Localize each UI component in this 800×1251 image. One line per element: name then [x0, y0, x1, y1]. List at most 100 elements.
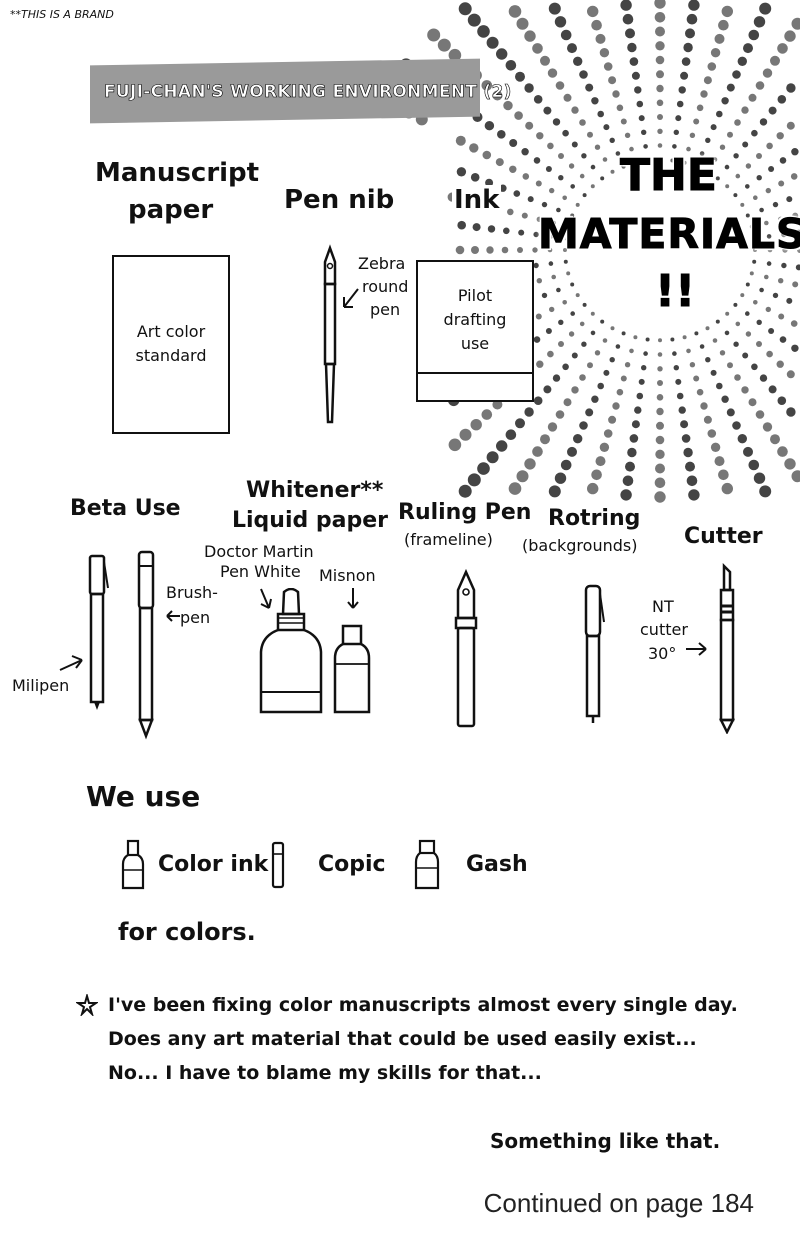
burst-dot [741, 386, 749, 394]
burst-dot [533, 157, 541, 164]
burst-dot [688, 489, 700, 501]
burst-dot [705, 326, 710, 331]
burst-dot [686, 146, 691, 152]
burst-dot [591, 395, 599, 403]
burst-dot [786, 196, 793, 203]
burst-dot [672, 144, 677, 149]
burst-dot [756, 319, 762, 325]
burst-dot [570, 311, 575, 316]
beta-use-label: Beta Use [70, 496, 181, 521]
burst-dot [735, 321, 741, 327]
burst-dot [581, 153, 587, 159]
burst-dot [515, 418, 525, 429]
burst-dot [778, 180, 785, 187]
burst-dot [570, 282, 575, 287]
comment-line-3: No... I have to blame my skills for that… [108, 1062, 542, 1084]
burst-dot [615, 151, 621, 156]
brand-footnote: **THIS IS A BRAND [10, 8, 114, 21]
burst-dot [505, 60, 517, 71]
burst-dot [503, 100, 513, 111]
burst-dot [655, 55, 665, 65]
burst-dot [486, 451, 499, 464]
dropper-bottle-icon [259, 588, 323, 714]
burst-dot [654, 0, 666, 9]
burst-dot [797, 247, 800, 253]
burst-dot [612, 90, 620, 98]
burst-dot [481, 409, 493, 420]
burst-dot [629, 348, 634, 354]
burst-dot [786, 370, 795, 379]
burst-dot [676, 392, 684, 400]
brush-pen-label-2: pen [180, 608, 211, 627]
burst-dot [755, 81, 765, 90]
burst-dot [621, 331, 626, 336]
burst-dot [686, 348, 691, 354]
burst-dot [600, 319, 605, 324]
burst-dot [759, 118, 768, 126]
burst-dot [571, 352, 578, 359]
we-use-footer: for colors. [118, 918, 256, 946]
burst-dot [581, 341, 587, 347]
burst-dot [599, 48, 610, 58]
burst-dot [727, 131, 733, 138]
burst-dot [560, 459, 572, 471]
burst-dot [536, 360, 544, 368]
burst-dot [696, 388, 704, 396]
burst-dot [603, 62, 613, 71]
burst-dot [686, 13, 698, 25]
burst-dot [610, 169, 615, 174]
burst-dot [563, 398, 572, 407]
burst-dot [786, 83, 796, 93]
burst-dot [764, 220, 769, 226]
burst-dot [545, 328, 552, 334]
burst-dot [554, 16, 567, 28]
burst-dot [532, 43, 543, 54]
burst-dot [712, 338, 718, 343]
burst-dot [551, 274, 556, 280]
burst-dot [656, 421, 664, 430]
burst-dot [622, 475, 634, 487]
we-use-item-1: Color ink [158, 852, 269, 877]
burst-dot [633, 160, 638, 165]
burst-dot [779, 157, 787, 164]
burst-dot [656, 99, 664, 107]
burst-dot [600, 176, 605, 181]
burst-dot [470, 419, 482, 431]
burst-dot [555, 410, 565, 419]
burst-dot [756, 341, 762, 347]
burst-dot [719, 350, 726, 356]
burst-dot [782, 247, 788, 253]
burst-dot [616, 104, 624, 112]
burst-dot [792, 212, 799, 219]
burst-dot [656, 84, 664, 93]
burst-dot [716, 382, 723, 390]
burst-dot [715, 319, 720, 324]
brush-pen-arrow-icon [166, 610, 180, 622]
burst-dot [481, 80, 493, 91]
burst-dot [541, 201, 548, 208]
burst-dot [716, 110, 723, 118]
burst-dot [777, 95, 787, 104]
burst-dot [685, 28, 695, 39]
burst-dot [458, 484, 472, 498]
burst-dot [456, 167, 467, 177]
burst-dot [737, 56, 747, 66]
burst-dot [595, 33, 606, 44]
burst-dot [541, 292, 548, 299]
comment-line-1: I've been fixing color manuscripts almos… [108, 994, 738, 1016]
ink-note-1: Pilot [457, 286, 493, 305]
burst-dot [726, 408, 735, 417]
burst-dot [641, 365, 647, 371]
burst-dot [700, 90, 708, 98]
burst-dot [615, 344, 621, 349]
burst-dot [521, 148, 529, 156]
burst-dot [672, 351, 677, 356]
burst-dot [776, 360, 784, 368]
burst-dot [772, 292, 779, 299]
burst-dot [681, 434, 691, 443]
burst-dot [682, 335, 687, 340]
burst-dot [566, 271, 571, 276]
burst-dot [627, 447, 637, 458]
burst-dot [621, 164, 626, 169]
burst-dot [643, 351, 648, 356]
